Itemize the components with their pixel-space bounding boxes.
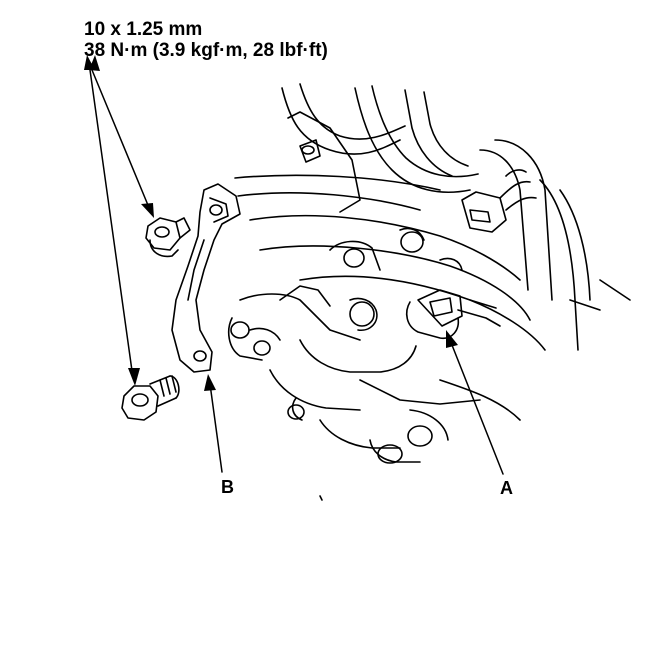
bracket-upper-hole: [209, 204, 223, 216]
torque-spec: 38 N·m (3.9 kgf·m, 28 lbf·ft): [84, 40, 328, 61]
arrowhead-to-bolt: [128, 368, 140, 386]
callout-label-b: B: [221, 477, 234, 497]
arrowhead-to-nut: [141, 203, 154, 218]
callout-label-a: A: [500, 478, 513, 498]
arrowhead-b: [204, 374, 216, 391]
flange-nut-icon: [145, 217, 191, 258]
engine-block-outline: [227, 83, 631, 501]
engine-mount-bracket: [171, 183, 241, 373]
flange-bolt-icon: [121, 375, 180, 421]
bolt-size-spec: 10 x 1.25 mm: [84, 19, 203, 40]
bracket-lower-hole: [193, 350, 207, 362]
arrowhead-tail-right: [89, 55, 100, 71]
callout-a-leader: [446, 330, 504, 475]
spec-leader-arrows: [84, 55, 154, 386]
arrowhead-a: [446, 330, 458, 348]
callout-b-leader: [204, 374, 223, 473]
